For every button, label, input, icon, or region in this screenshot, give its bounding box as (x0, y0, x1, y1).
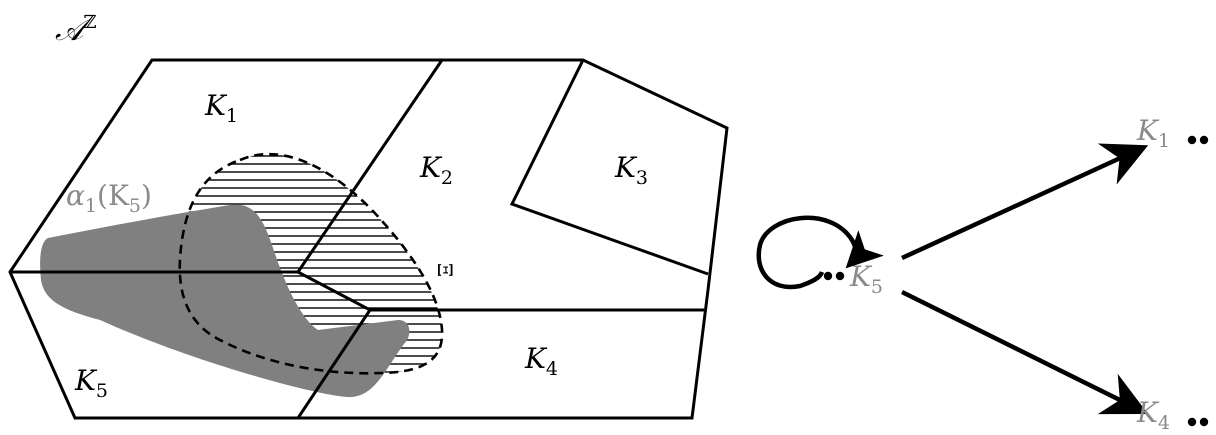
self-loop-arrow (756, 215, 884, 290)
edge-k5-to-k1 (901, 143, 1149, 261)
boundary-k3 (509, 59, 709, 276)
alpha-image-region (40, 204, 410, 398)
region-label-k4: K4 (524, 342, 558, 380)
graph-node-k1: K1 (1136, 114, 1209, 152)
graph-node-k5: K5 (823, 260, 883, 298)
xi-region-outline (178, 152, 444, 375)
node-label-k5: K5 (849, 260, 883, 298)
boundary-upper-lower (10, 270, 704, 312)
graph-node-k4: K4 (1136, 396, 1209, 434)
node-label-k1: K1 (1136, 114, 1170, 152)
xi-label: Ξ (433, 263, 457, 277)
boundary-k1-k2 (296, 59, 444, 273)
edge-k5-to-k4 (901, 289, 1149, 415)
space-label: 𝒜ℤ (55, 12, 97, 48)
node-label-k4: K4 (1136, 396, 1170, 434)
region-label-k5: K5 (74, 364, 108, 402)
region-label-k3: K3 (614, 151, 648, 189)
region-label-k2: K2 (419, 151, 453, 189)
partition (8, 58, 729, 420)
alpha-image-label: α1(K5) (66, 179, 152, 217)
region-label-k1: K1 (204, 89, 238, 127)
boundary-k5-k4 (296, 309, 372, 419)
transition-graph (756, 143, 1149, 415)
outer-boundary (8, 58, 729, 420)
